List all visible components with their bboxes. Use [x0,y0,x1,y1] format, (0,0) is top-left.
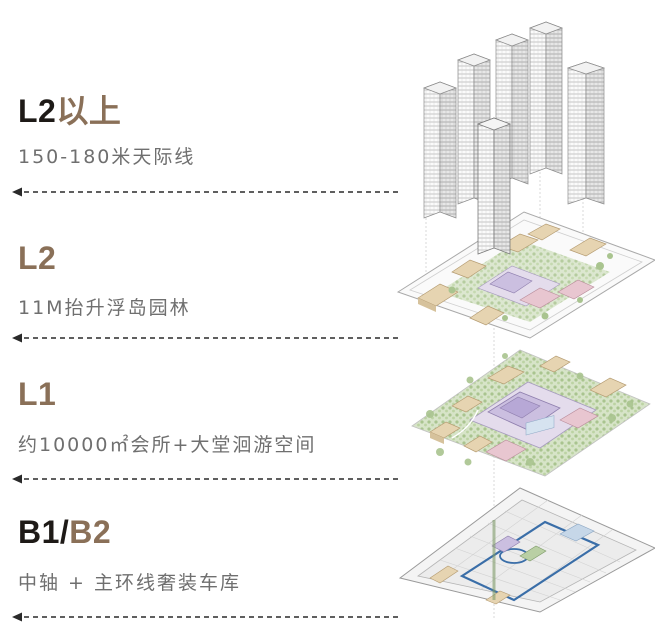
level-subtitle-garage: 中轴 + 主环线奢装车库 [18,572,241,594]
level-title-main: L2 [18,93,57,129]
main-ring-road [459,520,601,602]
basement-plate [398,487,655,613]
arrow-left-icon [10,332,402,344]
level-title-l2: L2 [18,240,56,277]
tower-icon [423,81,457,219]
l2-plate [396,211,655,339]
level-title-l2-above: L2以上 [18,86,121,132]
level-subtitle-floating-garden: 11M抬升浮岛园林 [18,297,191,319]
level-subtitle-clubhouse: 约10000㎡会所+大堂洄游空间 [18,434,317,456]
level-subtitle-skyline: 150-180米天际线 [18,146,196,168]
tower-icon [476,117,512,255]
tower-icon [529,21,563,175]
level-title-l1: L1 [18,376,56,413]
arrow-left-icon [10,473,402,485]
l1-plate [411,349,651,477]
level-title-main: L1 [18,376,57,412]
level-title-basement: B1/B2 [18,514,111,551]
arrow-left-icon [10,611,402,623]
arrow-left-icon [10,186,402,198]
level-title-accent: B2 [69,514,112,550]
level-title-main: L2 [18,240,57,276]
tower-icon [566,61,606,205]
level-title-main: B1/ [18,514,70,550]
level-title-accent: 以上 [56,93,122,129]
